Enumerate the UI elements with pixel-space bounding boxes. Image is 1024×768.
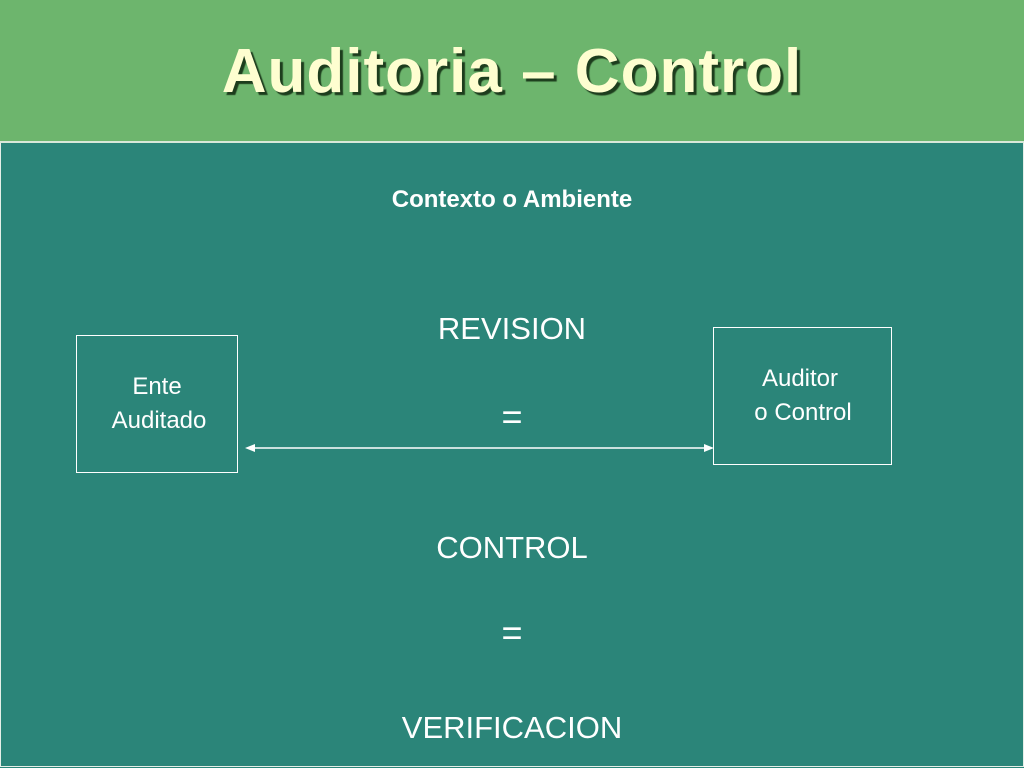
ente-auditado-box [76,335,238,473]
slide-title: Auditoria – Control [221,37,803,106]
title-separator [0,141,1024,143]
equals-sign-2: = [501,612,523,653]
auditor-control-label: Auditor o Control [728,362,878,430]
auditor-control-line1: Auditor [761,365,839,392]
arrow-head-right [704,444,714,452]
ente-auditado-label: Ente Auditado [94,370,224,438]
verificacion-text: VERIFICACION [401,710,623,745]
auditor-control-line2: o Control [754,399,852,426]
equals-sign-1: = [501,396,523,437]
control-text: CONTROL [436,530,588,565]
revision-text: REVISION [437,311,587,346]
title-bar: Auditoria – Control [0,0,1024,141]
arrow-head-left [245,444,255,452]
auditor-control-box [713,327,892,465]
ente-auditado-line2: Auditado [111,407,207,434]
context-label: Contexto o Ambiente [391,186,633,213]
ente-auditado-line1: Ente [132,373,182,400]
